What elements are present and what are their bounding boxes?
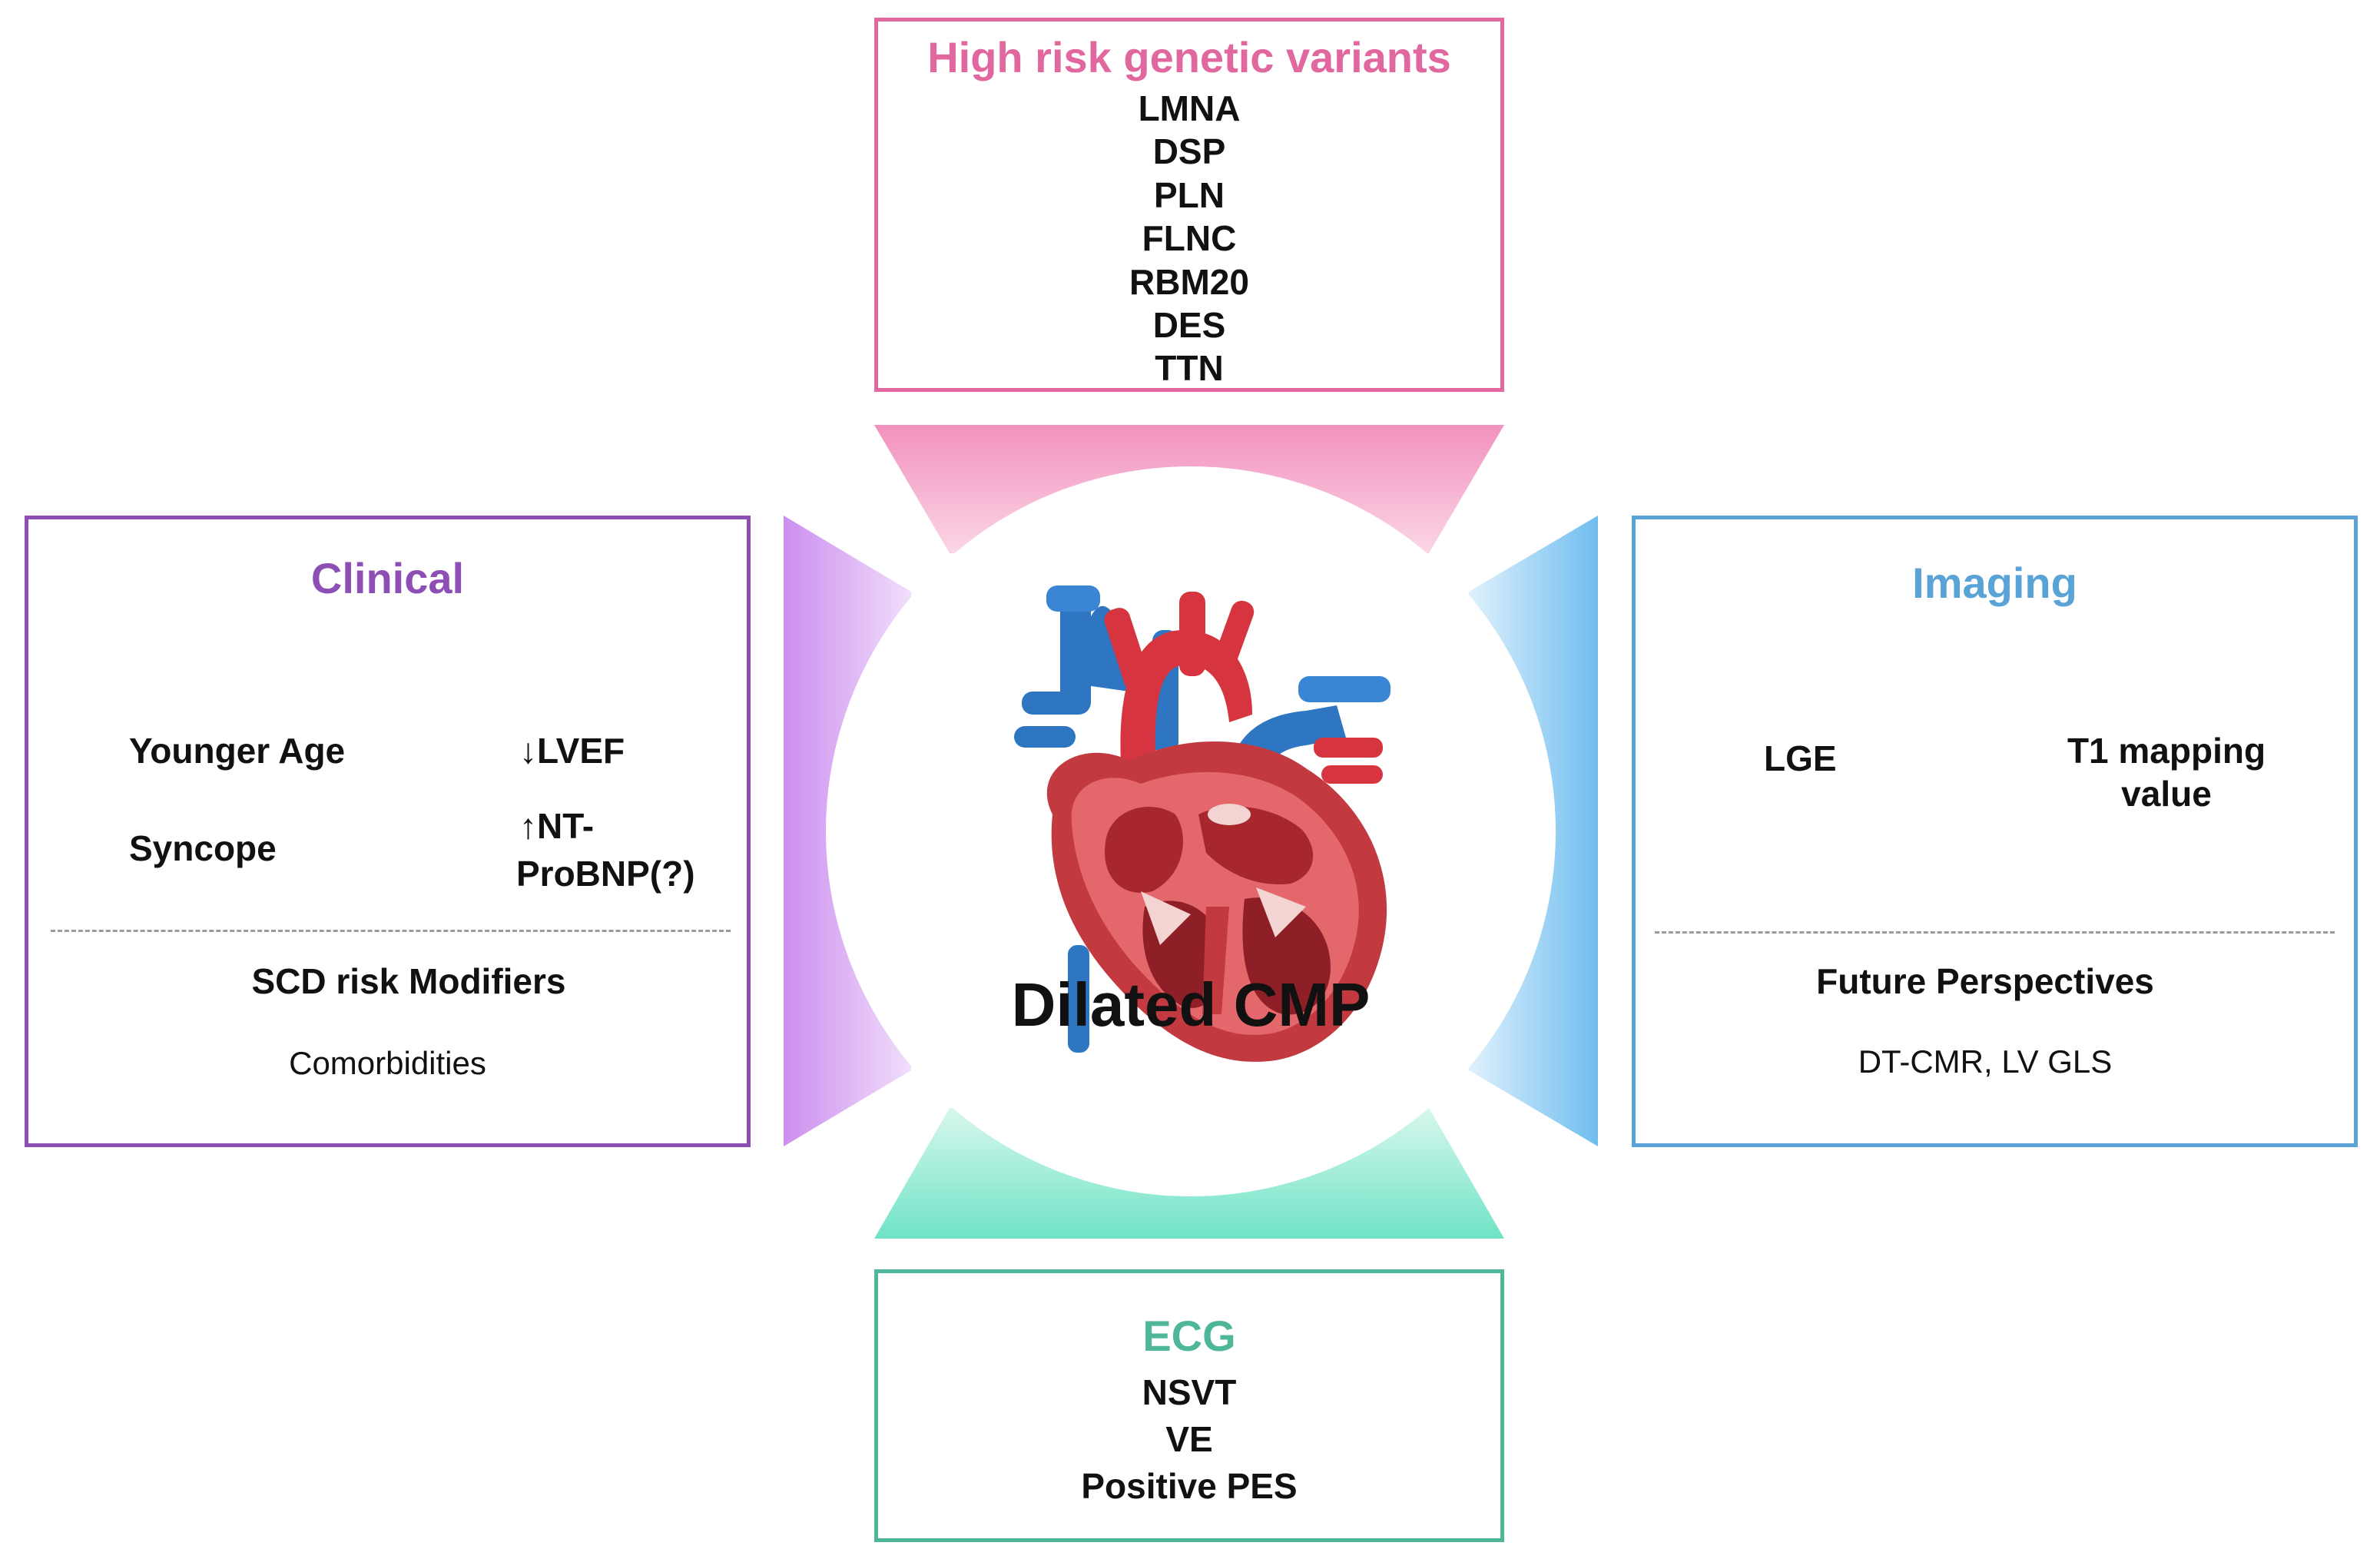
genetic-variants-box xyxy=(874,18,1504,392)
imaging-t1-line1: T1 mapping xyxy=(2067,731,2266,771)
gene-ttn: TTN xyxy=(1155,348,1224,388)
ecg-positive-pes: Positive PES xyxy=(1081,1466,1298,1506)
gene-pln: PLN xyxy=(1154,175,1225,215)
gene-dsp: DSP xyxy=(1152,131,1226,171)
imaging-future-text: DT-CMR, LV GLS xyxy=(1858,1043,2113,1080)
ecg-ve: VE xyxy=(1165,1419,1213,1459)
imaging-divider xyxy=(1655,931,2335,934)
genetic-title: High risk genetic variants xyxy=(927,33,1451,81)
imaging-lge: LGE xyxy=(1764,738,1837,778)
ecg-box xyxy=(874,1269,1504,1542)
clinical-modifiers-text: Comorbidities xyxy=(289,1045,486,1081)
clinical-younger-age: Younger Age xyxy=(129,731,346,771)
gene-des: DES xyxy=(1152,305,1226,345)
clinical-ntprobnp-line1: ↑NT- xyxy=(519,806,595,846)
clinical-title: Clinical xyxy=(310,554,465,602)
clinical-lvef: ↓LVEF xyxy=(519,731,625,771)
clinical-syncope: Syncope xyxy=(129,828,277,868)
clinical-box xyxy=(25,516,751,1147)
imaging-box xyxy=(1632,516,2358,1147)
imaging-t1-line2: value xyxy=(2121,774,2212,814)
clinical-ntprobnp-line2: ProBNP(?) xyxy=(516,854,695,894)
center-label: Dilated CMP xyxy=(1011,970,1371,1039)
clinical-divider xyxy=(51,930,731,932)
gene-rbm20: RBM20 xyxy=(1129,262,1249,302)
gene-flnc: FLNC xyxy=(1142,218,1237,258)
imaging-title: Imaging xyxy=(1912,559,2077,607)
imaging-future-title: Future Perspectives xyxy=(1816,961,2154,1001)
clinical-modifiers-title: SCD risk Modifiers xyxy=(251,961,566,1001)
gene-lmna: LMNA xyxy=(1138,88,1241,128)
ecg-title: ECG xyxy=(1142,1312,1236,1360)
ecg-nsvt: NSVT xyxy=(1142,1372,1237,1412)
